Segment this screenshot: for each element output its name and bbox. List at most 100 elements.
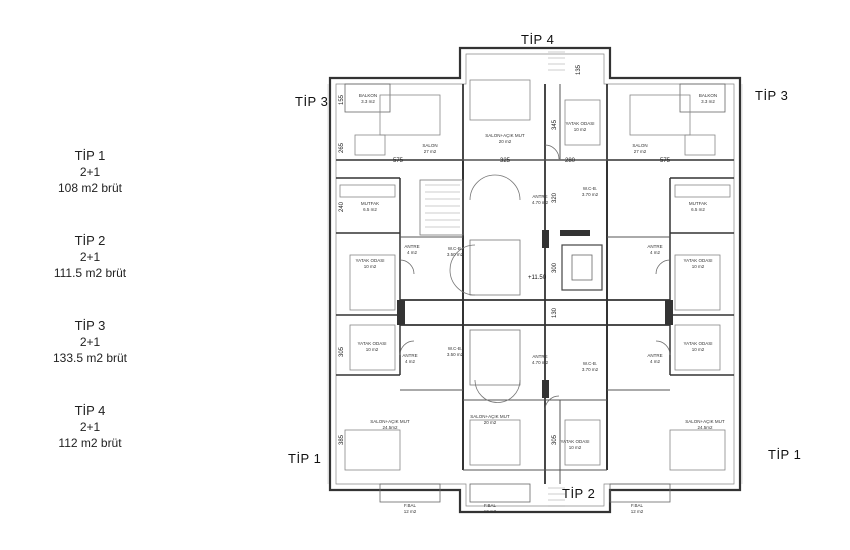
kitchen-left bbox=[339, 184, 396, 198]
bed-right-1 bbox=[674, 254, 721, 311]
balcony-bottom-left bbox=[379, 483, 441, 503]
legend-tip-4-rooms: 2+1 bbox=[79, 420, 101, 434]
label-wc-bottom-area: 3.70 m2 bbox=[582, 367, 599, 372]
label-tip4-top: TİP 4 bbox=[521, 32, 555, 47]
spiral-stair-bottom bbox=[474, 379, 521, 403]
kitchen-right bbox=[674, 184, 731, 198]
label-wc-top: W.C-B. bbox=[583, 186, 597, 191]
label-yatak-left-2-area: 10 m2 bbox=[366, 347, 379, 352]
label-antre-left-1-area: 4 m2 bbox=[407, 250, 418, 255]
label-salon-am-left-area: 24.5m2 bbox=[382, 425, 398, 430]
dim-135: 135 bbox=[576, 64, 582, 75]
door-arc-4 bbox=[655, 340, 671, 356]
dim-240: 240 bbox=[339, 201, 345, 212]
dim-305-bottom: 305 bbox=[552, 434, 558, 445]
label-wc-left-top: W.C-B. bbox=[448, 246, 462, 251]
label-antre-bottom-area: 4.70 m2 bbox=[532, 360, 549, 365]
elevator-inner bbox=[571, 254, 593, 281]
label-salon-am-bottom-area: 20 m2 bbox=[484, 420, 497, 425]
spiral-stair-top bbox=[469, 174, 521, 201]
dim-345: 345 bbox=[552, 119, 558, 130]
dim-300: 300 bbox=[552, 262, 558, 273]
label-antre-left-1: ANTRE bbox=[404, 244, 419, 249]
label-antre-right-2-area: 4 m2 bbox=[650, 359, 661, 364]
sofa-bottom-left bbox=[344, 429, 401, 471]
label-yatak-right-2: YATAK ODASI bbox=[683, 341, 712, 346]
bed-left-2 bbox=[349, 324, 396, 371]
dim-575-left: 575 bbox=[393, 158, 404, 164]
column-4 bbox=[542, 380, 549, 398]
balcony-bottom-mid bbox=[469, 483, 531, 503]
bed-left-1 bbox=[349, 254, 396, 311]
label-balkon-right: BALKON bbox=[699, 93, 717, 98]
label-mutfak-left: MUTFAK bbox=[361, 201, 379, 206]
legend-tip-4-name: TİP 4 bbox=[74, 403, 106, 418]
balcony-bottom-right bbox=[609, 483, 671, 503]
label-antre-left-2-area: 4 m2 bbox=[405, 359, 416, 364]
column-2 bbox=[665, 300, 673, 325]
legend-tip-3: TİP 3 2+1 133.5 m2 brüt bbox=[20, 318, 160, 366]
bed-top bbox=[564, 99, 601, 146]
column-1 bbox=[397, 300, 405, 325]
legend-tip-3-rooms: 2+1 bbox=[79, 335, 101, 349]
label-antre-top-area: 4.70 m2 bbox=[532, 200, 549, 205]
dimension-labels: 575 325 280 575 155 265 240 305 385 345 … bbox=[339, 64, 671, 445]
label-yatak-right-2-area: 10 m2 bbox=[692, 347, 705, 352]
legend-tip-1: TİP 1 2+1 108 m2 brüt bbox=[20, 148, 160, 196]
spiral-stair-mid bbox=[449, 244, 476, 296]
stair-mid bbox=[469, 239, 521, 296]
legend-tip-1-rooms: 2+1 bbox=[79, 165, 101, 179]
dim-385: 385 bbox=[339, 434, 345, 445]
label-antre-right-1-area: 4 m2 bbox=[650, 250, 661, 255]
outer-wall bbox=[328, 46, 742, 514]
dim-325: 325 bbox=[500, 158, 511, 164]
balcony-top-right bbox=[679, 83, 726, 113]
label-tip2-bottom: TİP 2 bbox=[562, 486, 596, 501]
table-left bbox=[354, 134, 386, 156]
label-antre-top: ANTRE bbox=[532, 194, 547, 199]
stair-top bbox=[419, 179, 464, 236]
door-arc-2 bbox=[655, 259, 671, 275]
label-salon-am-right: SALON+AÇIK MUT bbox=[685, 419, 725, 424]
dim-265: 265 bbox=[339, 142, 345, 153]
label-tip1-left: TİP 1 bbox=[288, 451, 322, 466]
label-yatak-left-2: YATAK ODASI bbox=[357, 341, 386, 346]
label-yatak-left-1: YATAK ODASI bbox=[355, 258, 384, 263]
label-tip1-right: TİP 1 bbox=[768, 447, 802, 462]
legend-tip-4-area: 112 m2 brüt bbox=[58, 436, 122, 450]
legend-tip-1-area: 108 m2 brüt bbox=[57, 181, 123, 195]
dim-155: 155 bbox=[339, 94, 345, 105]
door-arc-1 bbox=[399, 259, 415, 275]
legend-tip-3-name: TİP 3 bbox=[74, 318, 106, 333]
label-yatak-right-1: YATAK ODASI bbox=[683, 258, 712, 263]
label-yatak-top-area: 10 m2 bbox=[574, 127, 587, 132]
room-labels: BALKON 3.3 m2 BALKON 3.3 m2 SALON 27 m2 … bbox=[355, 93, 724, 514]
label-yatak-top: YATAK ODASI bbox=[565, 121, 594, 126]
label-yatak-right-1-area: 10 m2 bbox=[692, 264, 705, 269]
label-yatak-bottom: YATAK ODASI bbox=[560, 439, 589, 444]
label-wc-top-area: 3.70 m2 bbox=[582, 192, 599, 197]
table-right bbox=[684, 134, 716, 156]
legend-tip-2-area: 111.5 m2 brüt bbox=[53, 266, 127, 280]
label-balkon-left-area: 3.3 m2 bbox=[361, 99, 375, 104]
label-salon-am-right-area: 24.5m2 bbox=[697, 425, 713, 430]
dim-575-right: 575 bbox=[660, 158, 671, 164]
label-salon-right: SALON bbox=[632, 143, 647, 148]
dim-130: 130 bbox=[552, 307, 558, 318]
balcony-top-left bbox=[344, 83, 391, 113]
sofa-top-mid bbox=[469, 79, 531, 121]
label-antre-left-2: ANTRE bbox=[402, 353, 417, 358]
legend-tip-3-area: 133.5 m2 brüt bbox=[52, 351, 128, 365]
label-salon-left-area: 27 m2 bbox=[424, 149, 437, 154]
label-wc-bottom: W.C-B. bbox=[583, 361, 597, 366]
legend-tip-2-name: TİP 2 bbox=[74, 233, 106, 248]
entry-steps-bottom bbox=[548, 487, 565, 507]
label-salon-am-left: SALON+AÇIK MUT bbox=[370, 419, 410, 424]
label-antre-right-1: ANTRE bbox=[647, 244, 662, 249]
door-arc-5 bbox=[544, 144, 560, 160]
sofa-bottom-mid bbox=[469, 419, 521, 466]
column-5 bbox=[560, 230, 590, 236]
label-wc-left-bottom-area: 3.50 m2 bbox=[447, 352, 464, 357]
label-wc-left-bottom: W.C-B. bbox=[448, 346, 462, 351]
